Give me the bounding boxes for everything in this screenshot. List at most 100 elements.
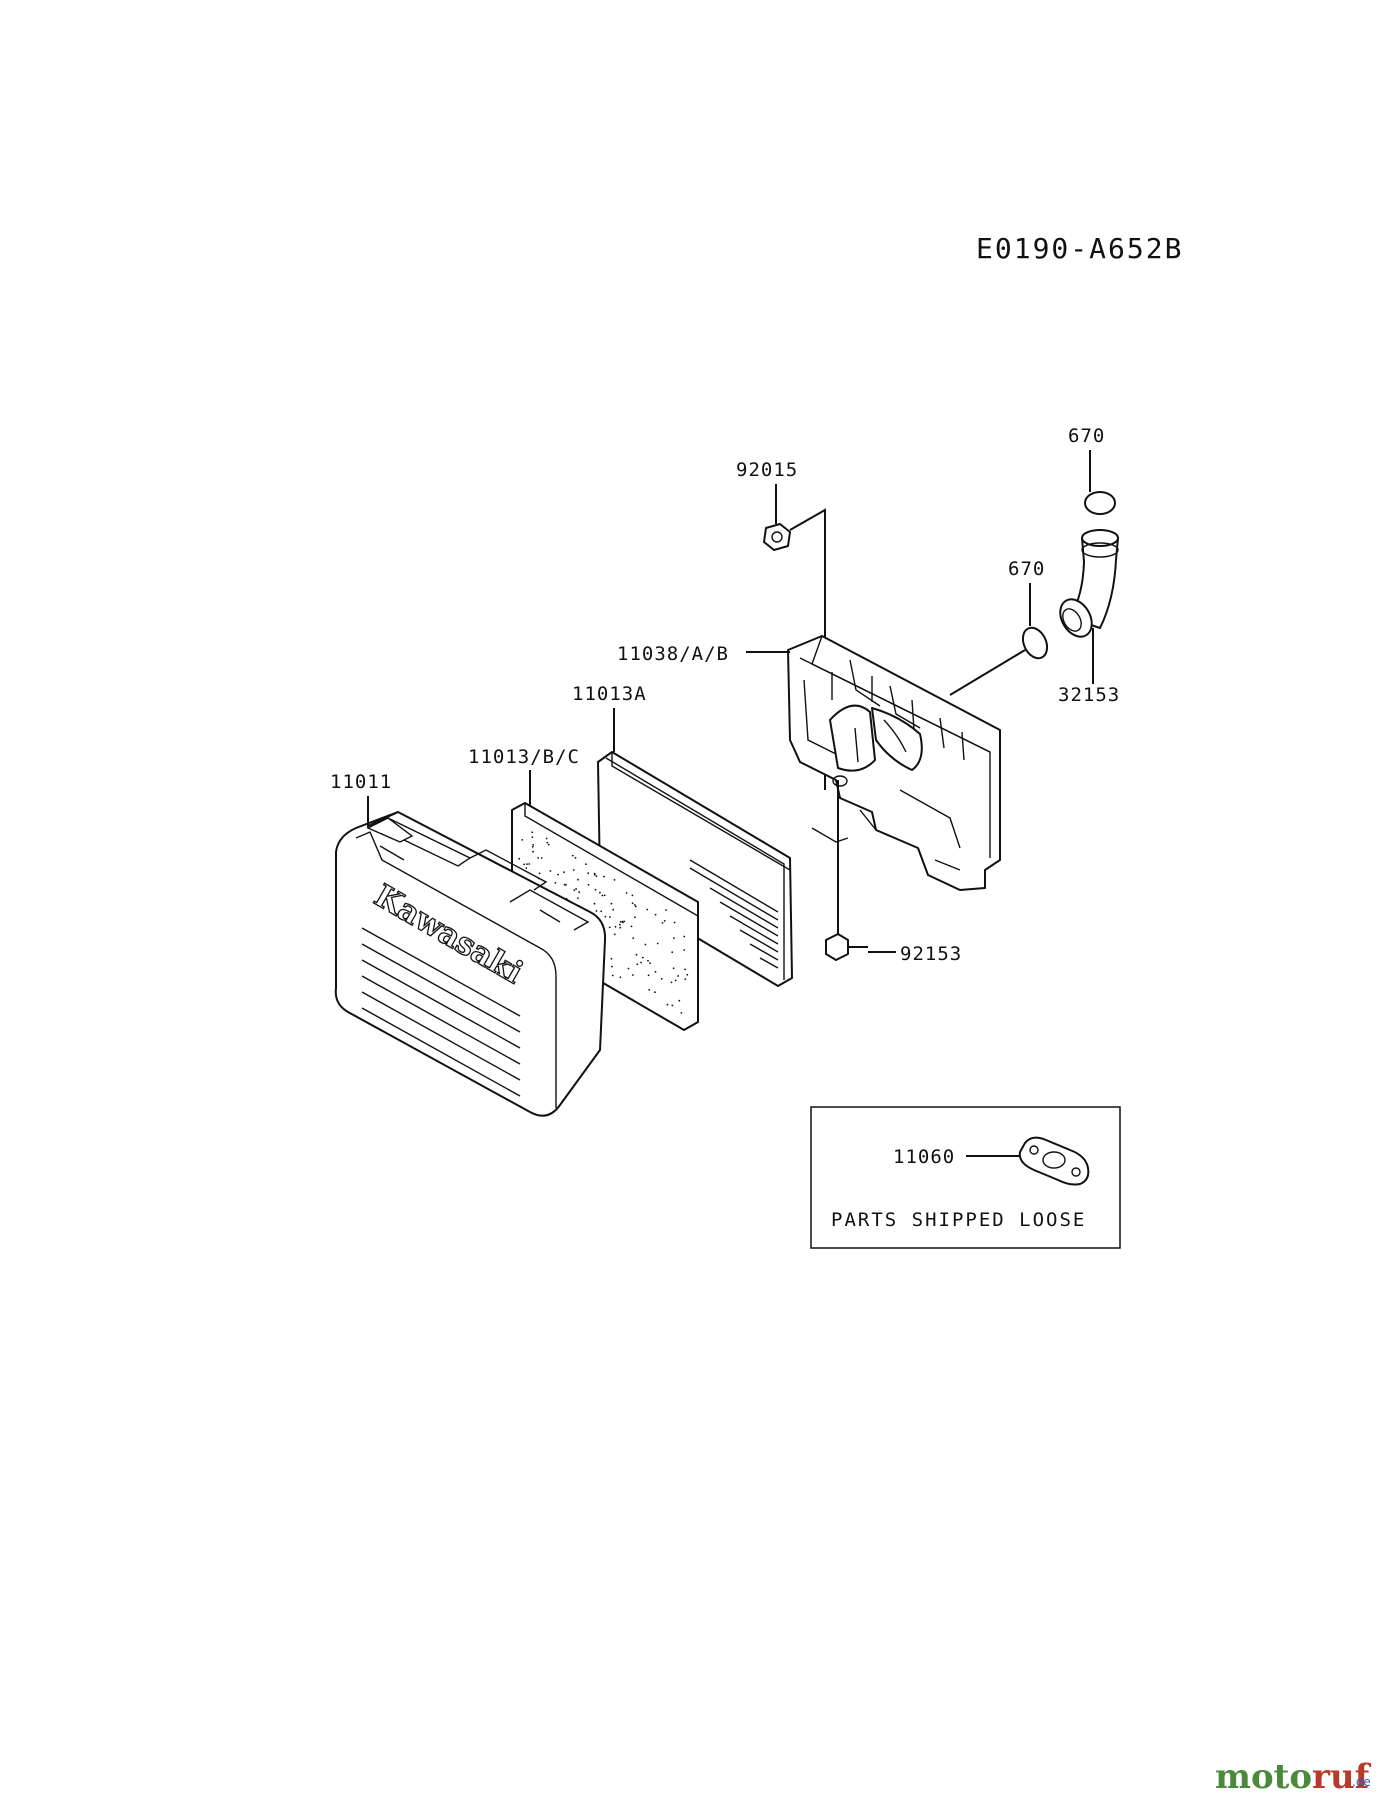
callout-precleaner: 11013/B/C — [468, 746, 580, 768]
foam-dot — [666, 1003, 669, 1006]
foam-dot — [574, 856, 577, 859]
watermark-part-moto: moto — [1215, 1757, 1312, 1797]
air-cleaner-cover: Kawasaki — [334, 811, 607, 1117]
foam-dot — [671, 1004, 674, 1007]
foam-dot — [563, 871, 565, 873]
foam-dot — [673, 937, 675, 939]
foam-dot — [670, 981, 673, 984]
foam-dot — [518, 857, 521, 860]
foam-dot — [646, 908, 649, 911]
foam-dot — [557, 873, 559, 876]
foam-dot — [661, 922, 664, 924]
loose-parts-box — [810, 1106, 1121, 1249]
foam-dot — [654, 913, 657, 916]
foam-dot — [526, 863, 528, 865]
foam-dot — [644, 943, 647, 946]
foam-dot — [621, 920, 624, 923]
foam-dot — [603, 894, 606, 897]
foam-dot — [595, 910, 598, 912]
foam-dot — [608, 926, 611, 929]
foam-dot — [683, 949, 686, 951]
foam-dot — [549, 870, 552, 872]
foam-dot — [677, 975, 679, 977]
foam-dot — [613, 933, 616, 936]
foam-dot — [663, 920, 666, 922]
foam-dot — [683, 935, 686, 938]
callout-bolt: 92153 — [900, 943, 962, 965]
foam-dot — [571, 854, 574, 857]
leader-cover — [367, 796, 399, 828]
foam-dot — [614, 925, 617, 928]
foam-dot — [647, 974, 650, 977]
foam-dot — [531, 836, 534, 838]
foam-dot — [656, 942, 659, 945]
foam-dot — [525, 867, 528, 869]
foam-dot — [634, 916, 636, 919]
foam-dot — [654, 991, 656, 994]
foam-dot — [572, 869, 575, 871]
watermark: motoruf .de — [1215, 1757, 1372, 1797]
watermark-logo: motoruf — [1215, 1757, 1372, 1797]
foam-dot — [631, 902, 634, 905]
foam-dot — [625, 892, 628, 894]
foam-dot — [604, 915, 607, 918]
callout-gasket: 11060 — [893, 1146, 955, 1168]
foam-dot — [578, 891, 581, 894]
foam-dot — [585, 863, 587, 866]
foam-dot — [545, 837, 548, 840]
foam-dot — [538, 872, 541, 875]
foam-dot — [599, 891, 601, 894]
foam-dot — [673, 921, 676, 924]
foam-dot — [641, 956, 644, 959]
foam-dot — [610, 902, 613, 905]
foam-dot — [684, 968, 686, 971]
foam-dot — [619, 921, 622, 923]
air-filter-element — [597, 751, 793, 987]
foam-dot — [563, 883, 566, 886]
foam-dot — [531, 845, 534, 848]
cover-grille — [361, 927, 521, 1097]
foam-dot — [619, 976, 622, 979]
callout-base: 11038/A/B — [617, 643, 729, 665]
loose-parts-title: PARTS SHIPPED LOOSE — [831, 1209, 1086, 1231]
foam-dot — [686, 973, 689, 976]
foam-dot — [634, 905, 637, 908]
oring-mid — [1021, 626, 1049, 660]
callout-elbow: 32153 — [1058, 684, 1120, 706]
foam-dot — [546, 841, 549, 844]
foam-dot — [609, 916, 611, 918]
foam-dot — [601, 894, 604, 897]
foam-dot — [528, 863, 531, 865]
foam-dot — [640, 961, 642, 964]
foam-dot — [593, 873, 596, 876]
foam-dot — [680, 1012, 683, 1014]
foam-dot — [611, 965, 613, 968]
foam-dot — [619, 926, 622, 929]
foam-dot — [612, 908, 615, 911]
foam-dot — [630, 925, 633, 928]
foam-dot — [671, 951, 674, 954]
foam-dot — [575, 888, 577, 890]
foam-dot — [672, 967, 675, 970]
foam-dot — [623, 920, 626, 923]
callout-oring-top: 670 — [1068, 425, 1105, 447]
assembly-line-oring — [949, 649, 1026, 696]
bolt — [825, 933, 868, 961]
watermark-part-ruf: ruf — [1312, 1757, 1372, 1797]
foam-dot — [547, 843, 550, 846]
foam-dot — [654, 970, 657, 973]
foam-dot — [610, 957, 613, 960]
foam-dot — [595, 875, 598, 877]
foam-dot — [627, 967, 630, 970]
foam-dot — [593, 902, 596, 905]
foam-dot — [613, 879, 616, 881]
foam-dot — [634, 904, 636, 906]
foam-dot — [611, 974, 614, 977]
gasket — [1018, 1136, 1090, 1186]
foam-dot — [648, 988, 651, 991]
foam-dot — [531, 831, 534, 834]
foam-dot — [577, 897, 579, 899]
foam-dot — [577, 878, 579, 881]
callout-element: 11013A — [572, 683, 647, 705]
